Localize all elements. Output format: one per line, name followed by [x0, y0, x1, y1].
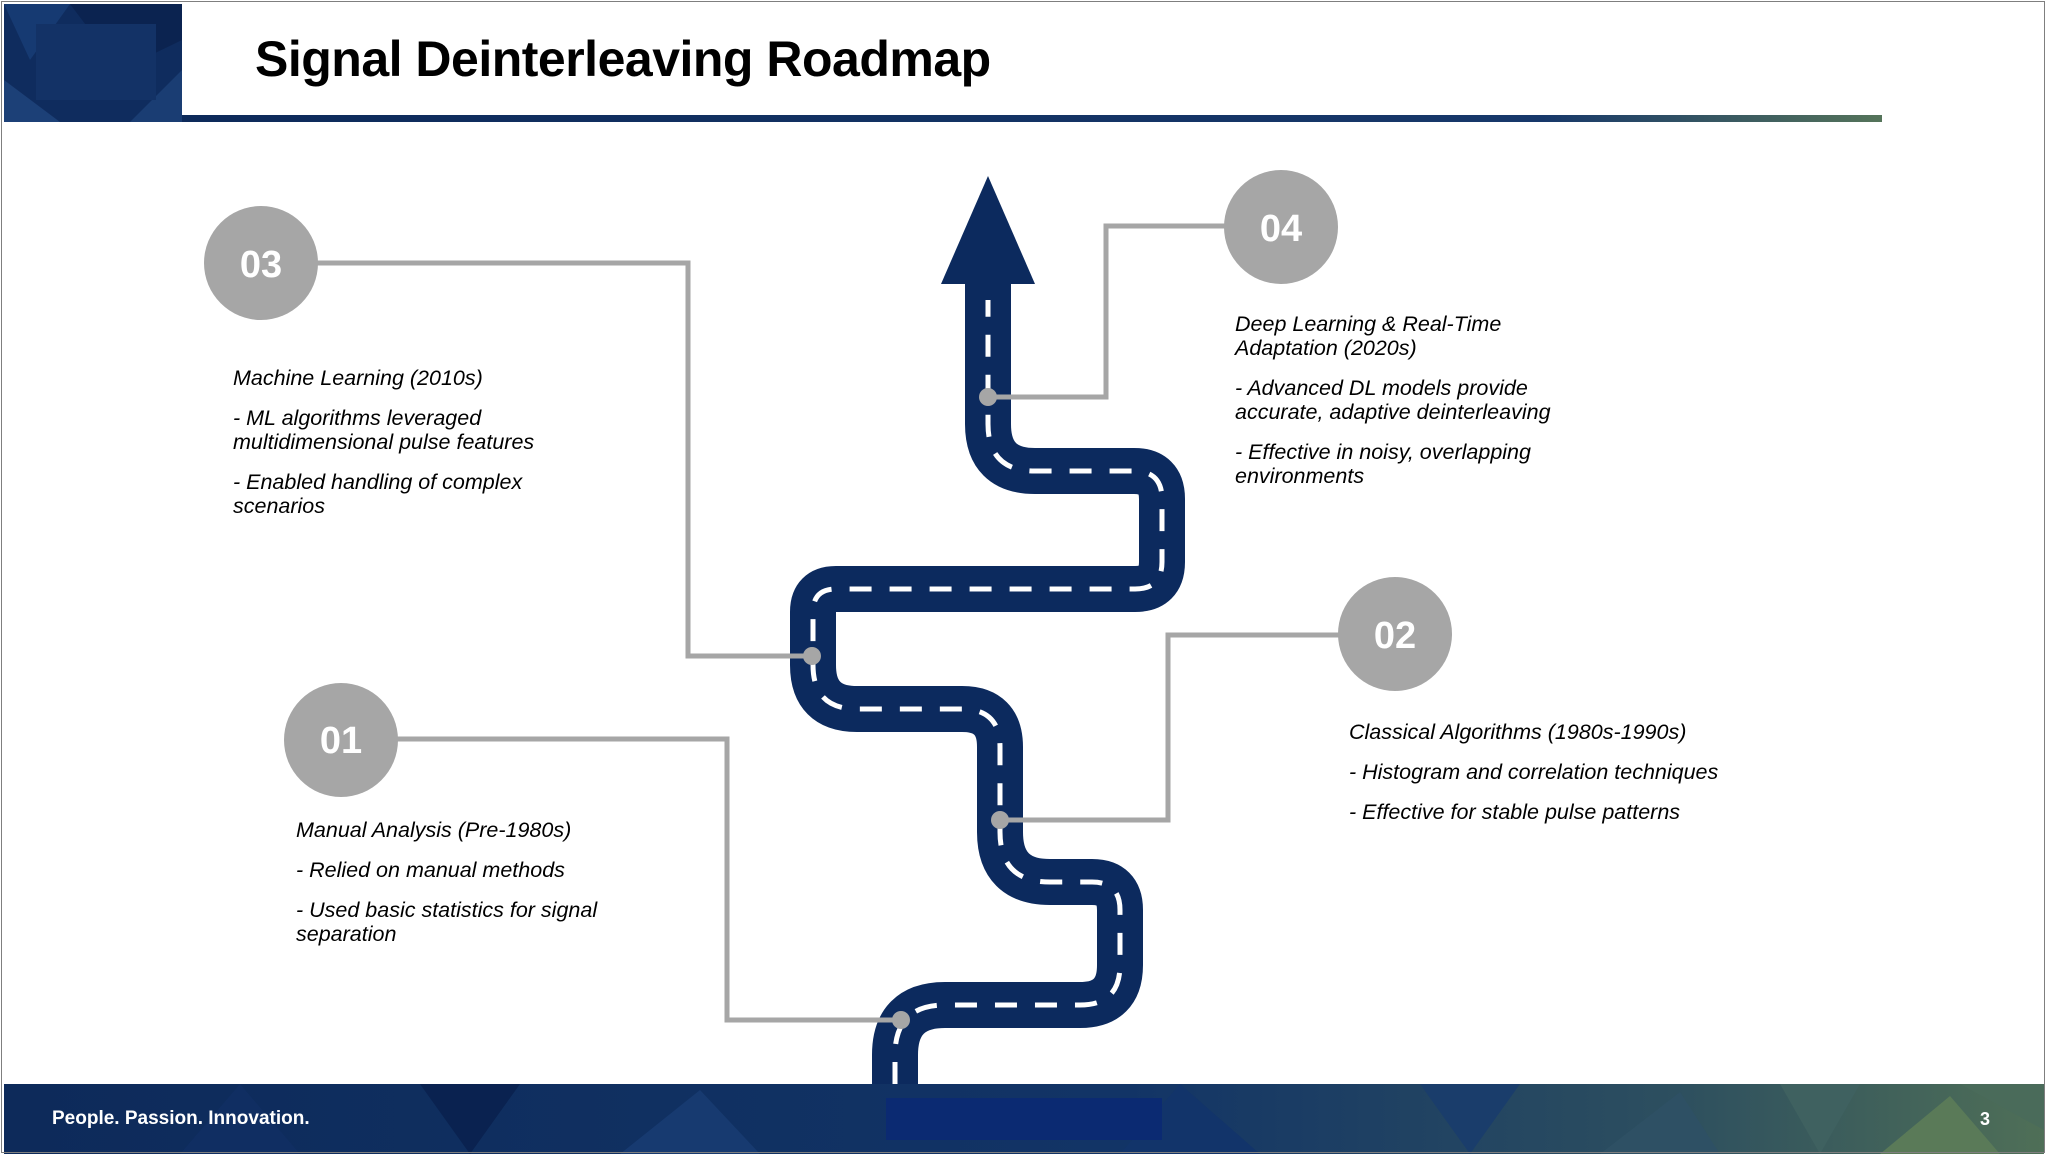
- connector-03: [300, 260, 821, 665]
- milestone-marker-04: 04: [1224, 170, 1338, 284]
- milestone-point: - ML algorithms leveraged multidimension…: [233, 406, 535, 454]
- milestone-text-04: Deep Learning & Real-Time Adaptation (20…: [1235, 312, 1585, 504]
- milestone-point: - Effective for stable pulse patterns: [1349, 800, 1681, 824]
- milestone-point: - Advanced DL models provide accurate, a…: [1235, 376, 1551, 424]
- milestone-number-02: 02: [1374, 615, 1416, 657]
- footer-tagline: People. Passion. Innovation.: [52, 1108, 310, 1129]
- footer-banner: [4, 1084, 2044, 1154]
- milestone-text-02: Classical Algorithms (1980s-1990s) - His…: [1349, 720, 1769, 840]
- milestone-marker-01: 01: [284, 683, 398, 797]
- milestone-number-04: 04: [1260, 208, 1302, 250]
- milestone-heading: Deep Learning & Real-Time Adaptation (20…: [1235, 312, 1502, 360]
- milestone-heading: Manual Analysis (Pre-1980s): [296, 818, 572, 842]
- road-center-line: [810, 300, 1165, 1084]
- milestone-point: - Enabled handling of complex scenarios: [233, 470, 523, 518]
- milestone-heading: Machine Learning (2010s): [233, 366, 483, 390]
- connector-02: [991, 632, 1346, 829]
- milestone-point: - Relied on manual methods: [296, 858, 565, 882]
- milestone-text-03: Machine Learning (2010s) - ML algorithms…: [233, 366, 573, 534]
- connector-04: [979, 223, 1236, 406]
- road: [790, 176, 1185, 1084]
- connector-01: [380, 736, 910, 1029]
- header-underline: [182, 115, 1882, 122]
- milestone-number-01: 01: [320, 720, 362, 762]
- milestone-marker-03: 03: [204, 206, 318, 320]
- milestone-point: - Histogram and correlation techniques: [1349, 760, 1719, 784]
- milestone-point: - Used basic statistics for signal separ…: [296, 898, 598, 946]
- slide-title: Signal Deinterleaving Roadmap: [255, 31, 991, 87]
- milestone-number-03: 03: [240, 244, 282, 286]
- milestone-marker-02: 02: [1338, 577, 1452, 691]
- milestone-point: - Effective in noisy, overlapping enviro…: [1235, 440, 1531, 488]
- milestone-heading: Classical Algorithms (1980s-1990s): [1349, 720, 1687, 744]
- milestone-text-01: Manual Analysis (Pre-1980s) - Relied on …: [296, 818, 656, 962]
- header-logo-block: [4, 4, 182, 122]
- page-number: 3: [1979, 1109, 1990, 1129]
